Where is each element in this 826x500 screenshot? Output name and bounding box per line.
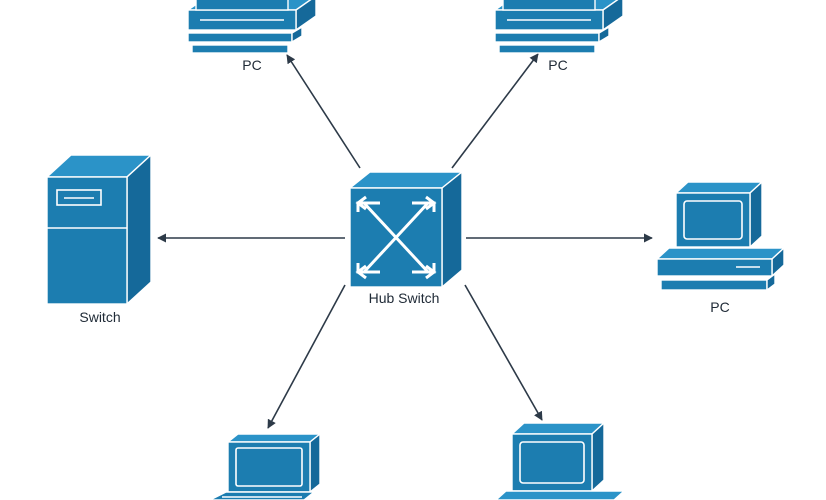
node-laptop-bottom-left[interactable]	[209, 432, 322, 500]
node-hub-switch[interactable]: Hub Switch	[348, 170, 464, 306]
network-switch-icon	[348, 170, 464, 289]
monitor-icon	[494, 421, 626, 500]
node-monitor-bottom-right[interactable]	[494, 421, 626, 500]
printer-pc-icon	[185, 0, 317, 54]
edges	[157, 53, 653, 429]
server-tower-icon	[45, 153, 153, 306]
pc-right-label: PC	[710, 299, 729, 315]
pc-top-right-label: PC	[548, 57, 567, 73]
node-switch-left[interactable]: Switch	[45, 153, 153, 325]
node-pc-top-right[interactable]: PC	[492, 0, 624, 73]
edge-hub-to-pc-top-left	[286, 54, 361, 169]
printer-pc-icon	[492, 0, 624, 54]
pc-top-left-label: PC	[242, 57, 261, 73]
desktop-computer-icon	[655, 180, 786, 292]
hub-switch-label: Hub Switch	[369, 290, 440, 306]
edge-hub-to-monitor-bottom-right	[464, 284, 543, 421]
edge-hub-to-laptop-bottom-left	[267, 284, 346, 429]
switch-left-label: Switch	[79, 309, 120, 325]
node-pc-top-left[interactable]: PC	[185, 0, 317, 73]
node-pc-right[interactable]: PC	[655, 180, 786, 315]
edge-hub-to-pc-top-right	[451, 53, 539, 169]
laptop-icon	[209, 432, 322, 500]
